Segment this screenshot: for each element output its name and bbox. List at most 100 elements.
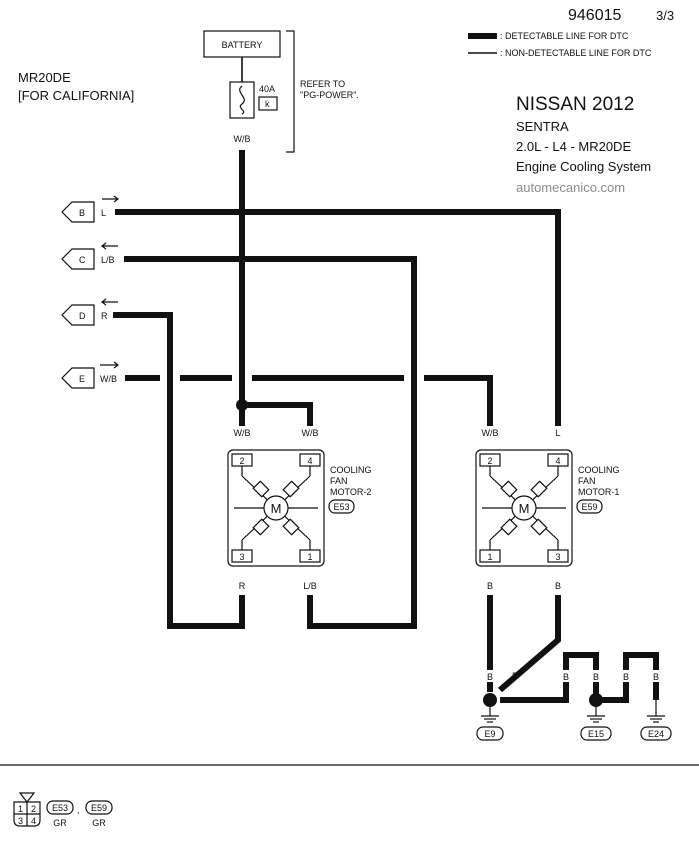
motor2-label2: FAN xyxy=(330,476,348,486)
market-note: [FOR CALIFORNIA] xyxy=(18,88,134,103)
ground-wire-label: B xyxy=(653,672,659,682)
fuse-icon xyxy=(239,85,245,115)
connector-d-id: D xyxy=(79,311,86,321)
connector-c-id: C xyxy=(79,255,86,265)
legend-e53-id: E53 xyxy=(52,803,68,813)
ground-e24: E24 xyxy=(640,700,672,741)
motor2-pin-tl: 2 xyxy=(239,456,244,466)
battery-box xyxy=(203,30,281,58)
ground-wire-label: B xyxy=(487,672,493,682)
motor1-pin-tr: 4 xyxy=(555,456,560,466)
legend-e53-badge xyxy=(46,800,74,815)
legend-e53-color: GR xyxy=(53,818,67,828)
wire-l-to-motor1 xyxy=(115,209,561,428)
legend-e59-color: GR xyxy=(92,818,106,828)
system-name: Engine Cooling System xyxy=(516,159,651,174)
motor1-pin-tl: 2 xyxy=(487,456,492,466)
page-indicator: 3/3 xyxy=(656,8,674,23)
engine-spec: 2.0L - L4 - MR20DE xyxy=(516,139,631,154)
wire-wb-e-seg4 xyxy=(424,375,493,428)
ground-e24-badge xyxy=(640,726,672,741)
motor2-pin4-wire: W/B xyxy=(302,428,319,438)
detectable-wiring xyxy=(113,150,659,707)
connector-b-wire: L xyxy=(101,208,106,218)
fuse-id: k xyxy=(265,99,270,109)
wire-wb-splice-motor2 xyxy=(242,402,313,428)
motor1-connector-id: E59 xyxy=(581,502,597,512)
legend-separator: , xyxy=(77,805,80,815)
engine-code: MR20DE xyxy=(18,70,71,85)
wire-lb-to-motor2 xyxy=(124,256,417,629)
connector-b-id: B xyxy=(79,208,85,218)
legend-e59-badge xyxy=(85,800,113,815)
connector-d-shape xyxy=(61,304,95,326)
fuse-rating: 40A xyxy=(259,84,275,94)
battery-label: BATTERY xyxy=(222,40,263,50)
motor1-label3: MOTOR-1 xyxy=(578,487,619,497)
motor2-pin-bl: 3 xyxy=(239,552,244,562)
motor1-pin-bl: 1 xyxy=(487,552,492,562)
cooling-fan-motor-1: 2 4 1 3 M COOLING FAN MOTOR-1 E59 xyxy=(475,449,620,567)
motor2-connector-badge xyxy=(328,499,355,514)
make-year: NISSAN 2012 xyxy=(516,94,634,115)
ground-e9: E9 xyxy=(476,707,504,741)
motor1-pin-br: 3 xyxy=(555,552,560,562)
connector-b-shape xyxy=(61,201,95,223)
motor2-label3: MOTOR-2 xyxy=(330,487,371,497)
motor1-label1: COOLING xyxy=(578,465,620,475)
ground-e9-id: E9 xyxy=(484,729,495,739)
connector-c-shape xyxy=(61,248,95,270)
ground-e9-badge xyxy=(476,726,504,741)
legend-pin-4: 4 xyxy=(31,816,36,826)
legend-pin-2: 2 xyxy=(31,804,36,814)
watermark: automecanico.com xyxy=(516,180,625,195)
arrow-right-icon xyxy=(102,195,119,203)
splice-point xyxy=(236,399,248,411)
ground-e15: E15 xyxy=(580,707,612,741)
ground-wire-label: B xyxy=(593,672,599,682)
fuse-holder xyxy=(229,81,255,119)
motor1-pin1-wire: B xyxy=(487,581,493,591)
connector-c-wire: L/B xyxy=(101,255,115,265)
legend-non-detectable-text: : NON-DETECTABLE LINE FOR DTC xyxy=(500,48,652,58)
motor1-pin3-wire: B xyxy=(555,581,561,591)
motor2-pin3-wire: R xyxy=(239,581,246,591)
legend-e59-id: E59 xyxy=(91,803,107,813)
legend: : DETECTABLE LINE FOR DTC : NON-DETECTAB… xyxy=(468,31,652,58)
connector-b: B L xyxy=(61,195,119,223)
motor2-pin-br: 1 xyxy=(307,552,312,562)
battery-block: BATTERY 40A k W/B REFER TO "PG-POWER". xyxy=(203,30,359,153)
refer-line1: REFER TO xyxy=(300,79,345,89)
connector-d: D R xyxy=(61,298,118,326)
battery-wire-color: W/B xyxy=(234,134,251,144)
wire-r-to-motor2 xyxy=(113,312,245,629)
motor2-pin-tr: 4 xyxy=(307,456,312,466)
ground-wire-label: B xyxy=(563,672,569,682)
connector-e-shape xyxy=(61,367,95,389)
motor2-symbol: M xyxy=(271,501,282,516)
motor2-label1: COOLING xyxy=(330,465,372,475)
motor1-symbol: M xyxy=(519,501,530,516)
motor1-label2: FAN xyxy=(578,476,596,486)
ground-e24-id: E24 xyxy=(648,729,664,739)
model-name: SENTRA xyxy=(516,119,569,134)
connector-d-wire: R xyxy=(101,311,108,321)
connector-legend: 1 2 3 4 E53 , E59 GR GR xyxy=(13,792,113,828)
fuse-id-box xyxy=(258,96,278,111)
cooling-fan-motor-2: 2 4 3 1 M COOLING FAN MOTOR-2 E53 xyxy=(227,449,372,567)
ground-e15-badge xyxy=(580,726,612,741)
motor1-connector-badge xyxy=(576,499,603,514)
legend-pin-3: 3 xyxy=(18,816,23,826)
arrow-left-icon xyxy=(101,298,118,306)
connector-c: C L/B xyxy=(61,242,118,270)
motor1-pin2-wire: W/B xyxy=(482,428,499,438)
refer-line2: "PG-POWER". xyxy=(300,90,359,100)
motor1-pin4-wire: L xyxy=(555,428,560,438)
diagram-id: 946015 xyxy=(568,7,621,24)
motor2-connector-id: E53 xyxy=(333,502,349,512)
connector-e: E W/B xyxy=(61,361,119,389)
arrow-right-icon xyxy=(100,361,119,369)
refer-bracket xyxy=(286,30,295,153)
motor2-pin1-wire: L/B xyxy=(303,581,317,591)
ground-wire-label: B xyxy=(512,671,518,681)
